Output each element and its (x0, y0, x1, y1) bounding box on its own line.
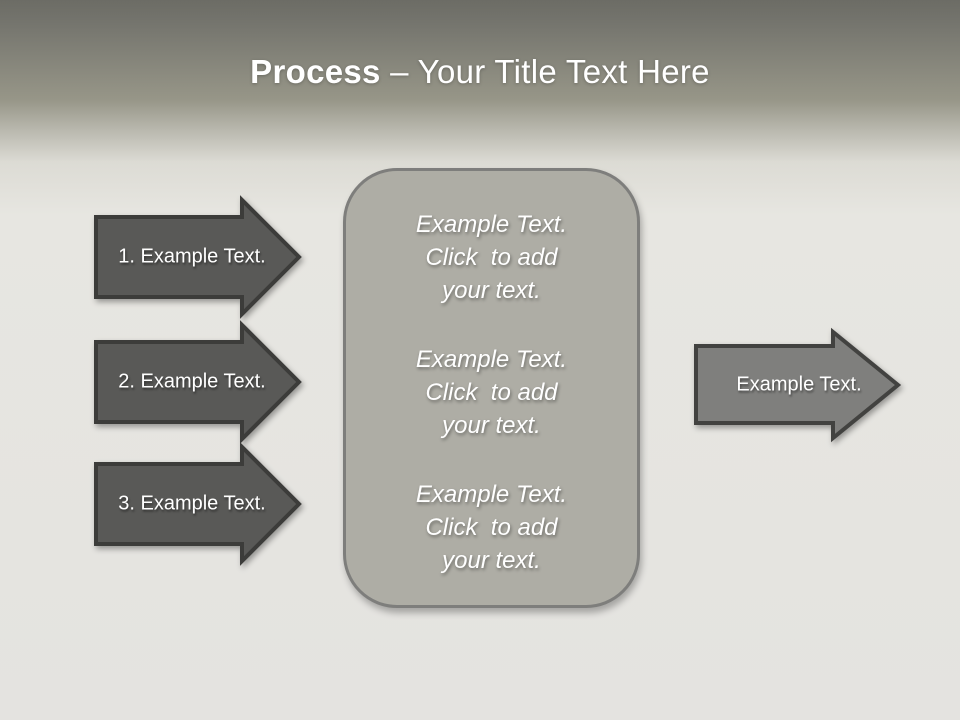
process-step-1-arrow: 1. Example Text. (94, 195, 304, 319)
output-arrow-label: Example Text. (736, 373, 862, 396)
placeholder-text-block-2: Example Text. Click to add your text. (416, 343, 567, 442)
right-arrow-shape-icon (94, 195, 302, 319)
right-arrow-shape-icon (694, 327, 902, 443)
placeholder-line: your text. (442, 546, 541, 574)
right-arrow-shape-icon (94, 442, 302, 566)
placeholder-text-block-3: Example Text. Click to add your text. (416, 478, 567, 577)
placeholder-line: Example Text. (415, 210, 568, 238)
placeholder-line: Click to add (425, 513, 558, 541)
title-keyword: Process (250, 53, 381, 90)
placeholder-line: Example Text. (415, 480, 568, 508)
process-step-2-arrow: 2. Example Text. (94, 320, 304, 444)
process-step-1-label: 1. Example Text. (118, 245, 266, 268)
title-subtitle: – Your Title Text Here (390, 53, 710, 90)
placeholder-line: your text. (442, 276, 541, 304)
process-step-3-label: 3. Example Text. (118, 492, 266, 515)
placeholder-line: your text. (442, 411, 541, 439)
right-arrow-shape-icon (94, 320, 302, 444)
slide-title: Process – Your Title Text Here (0, 52, 960, 92)
output-arrow: Example Text. (694, 327, 904, 443)
process-step-2-label: 2. Example Text. (118, 370, 266, 393)
placeholder-line: Click to add (425, 378, 558, 406)
placeholder-text-block-1: Example Text. Click to add your text. (416, 208, 567, 307)
process-step-3-arrow: 3. Example Text. (94, 442, 304, 566)
placeholder-line: Click to add (425, 243, 558, 271)
process-detail-box: Example Text. Click to add your text. Ex… (343, 168, 640, 608)
placeholder-line: Example Text. (415, 345, 568, 373)
